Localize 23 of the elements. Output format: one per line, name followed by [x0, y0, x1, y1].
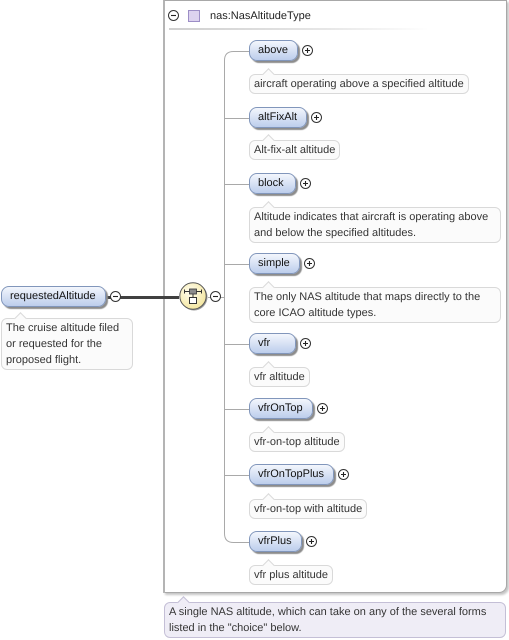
schema-element: simple	[249, 253, 300, 274]
schema-element: vfrOnTopPlus	[249, 464, 334, 485]
schema-element: above	[249, 40, 298, 61]
annotation-callout: Altitude indicates that aircraft is operating above and below the specified altitudes.	[249, 201, 501, 243]
annotation-callout: The only NAS altitude that maps directly to the core ICAO altitude types.	[249, 281, 501, 323]
annotation-callout: vfr-on-top altitude	[249, 426, 345, 452]
schema-element: vfrOnTop	[249, 398, 313, 419]
schema-element: vfr	[249, 333, 296, 354]
type-name: nas:NasAltitudeType	[210, 9, 311, 23]
annotation-callout: vfr-on-top with altitude	[249, 493, 368, 519]
annotation-callout: vfr altitude	[249, 361, 310, 387]
schema-element: block	[249, 173, 296, 194]
schema-element: requestedAltitude	[1, 286, 106, 307]
connector-line	[106, 296, 179, 299]
annotation-callout: Alt-fix-alt altitude	[249, 134, 340, 160]
annotation-callout: A single NAS altitude, which can take on any of the several forms listed in the "choice" below.	[164, 596, 506, 638]
type-panel	[163, 0, 507, 593]
annotation-callout: vfr plus altitude	[249, 559, 333, 585]
compositor-icon	[179, 282, 208, 311]
schema-element: altFixAlt	[249, 107, 308, 128]
annotation-callout: The cruise altitude filed or requested for the proposed flight.	[1, 312, 133, 370]
schema-element: vfrPlus	[249, 531, 302, 552]
annotation-callout: aircraft operating above a specified altitude	[249, 68, 469, 94]
